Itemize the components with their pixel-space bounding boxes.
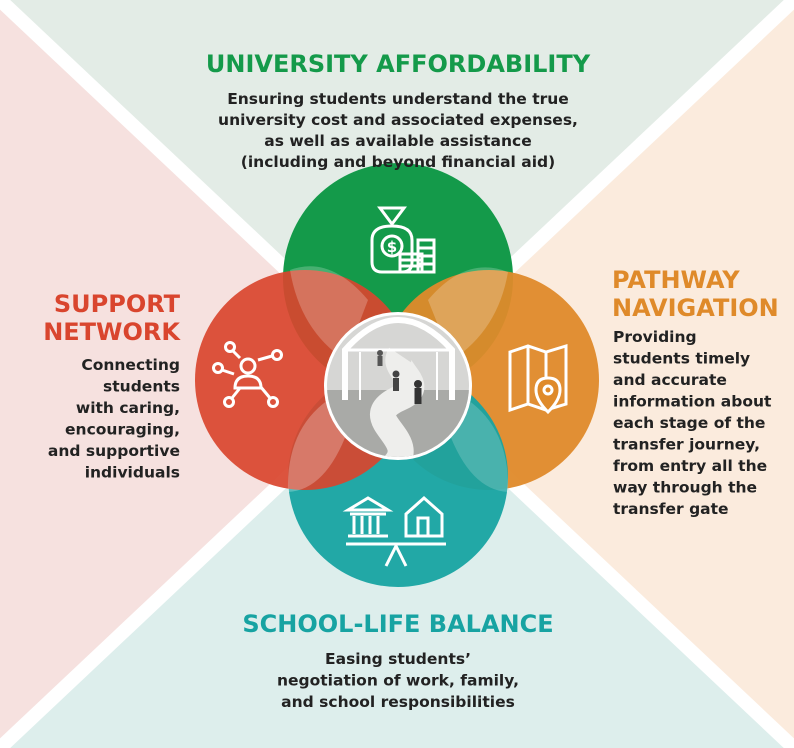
text-line: university cost and associated expenses, xyxy=(218,111,578,129)
overlap-bottom-left xyxy=(287,400,348,492)
text-line: NAVIGATION xyxy=(612,294,779,322)
text-line: from entry all the xyxy=(613,457,767,475)
text-line: each stage of the xyxy=(613,414,765,432)
text-line: and school responsibilities xyxy=(281,693,515,711)
text-line: with caring, xyxy=(76,399,180,417)
text-line: Ensuring students understand the true xyxy=(227,90,569,108)
affordability-title: UNIVERSITY AFFORDABILITY xyxy=(206,50,591,78)
money-bag-icon: $ xyxy=(370,206,436,274)
network-person-icon xyxy=(212,341,283,408)
text-line: and supportive xyxy=(48,442,180,460)
text-line: way through the xyxy=(613,479,757,497)
text-line: students timely xyxy=(613,350,750,368)
text-line: SUPPORT xyxy=(54,290,181,318)
text-line: as well as available assistance xyxy=(264,132,532,150)
school-home-balance-icon xyxy=(342,495,446,567)
text-line: negotiation of work, family, xyxy=(277,672,519,690)
text-line: Easing students’ xyxy=(325,650,471,668)
text-line: Providing xyxy=(613,328,697,346)
text-line: individuals xyxy=(85,464,180,482)
text-line: PATHWAY xyxy=(612,266,740,294)
text-line: transfer gate xyxy=(613,500,729,518)
balance-title: SCHOOL-LIFE BALANCE xyxy=(242,610,553,638)
map-pin-icon xyxy=(508,343,568,415)
overlap-bottom-right xyxy=(448,400,509,492)
text-line: information about xyxy=(613,393,772,411)
text-line: students xyxy=(103,378,180,396)
svg-text:$: $ xyxy=(387,238,397,256)
balance-description: Easing students’ negotiation of work, fam… xyxy=(277,650,519,711)
text-line: (including and beyond financial aid) xyxy=(241,153,555,171)
text-line: transfer journey, xyxy=(613,436,760,454)
support-description: Connecting students with caring, encouragin… xyxy=(48,356,180,482)
affordability-description: Ensuring students understand the true uni… xyxy=(218,90,578,171)
navigation-description: Providing students timely and accurate info… xyxy=(613,328,772,518)
text-line: NETWORK xyxy=(43,318,181,346)
text-line: and accurate xyxy=(613,371,727,389)
text-line: encouraging, xyxy=(65,421,180,439)
text-line: Connecting xyxy=(81,356,180,374)
